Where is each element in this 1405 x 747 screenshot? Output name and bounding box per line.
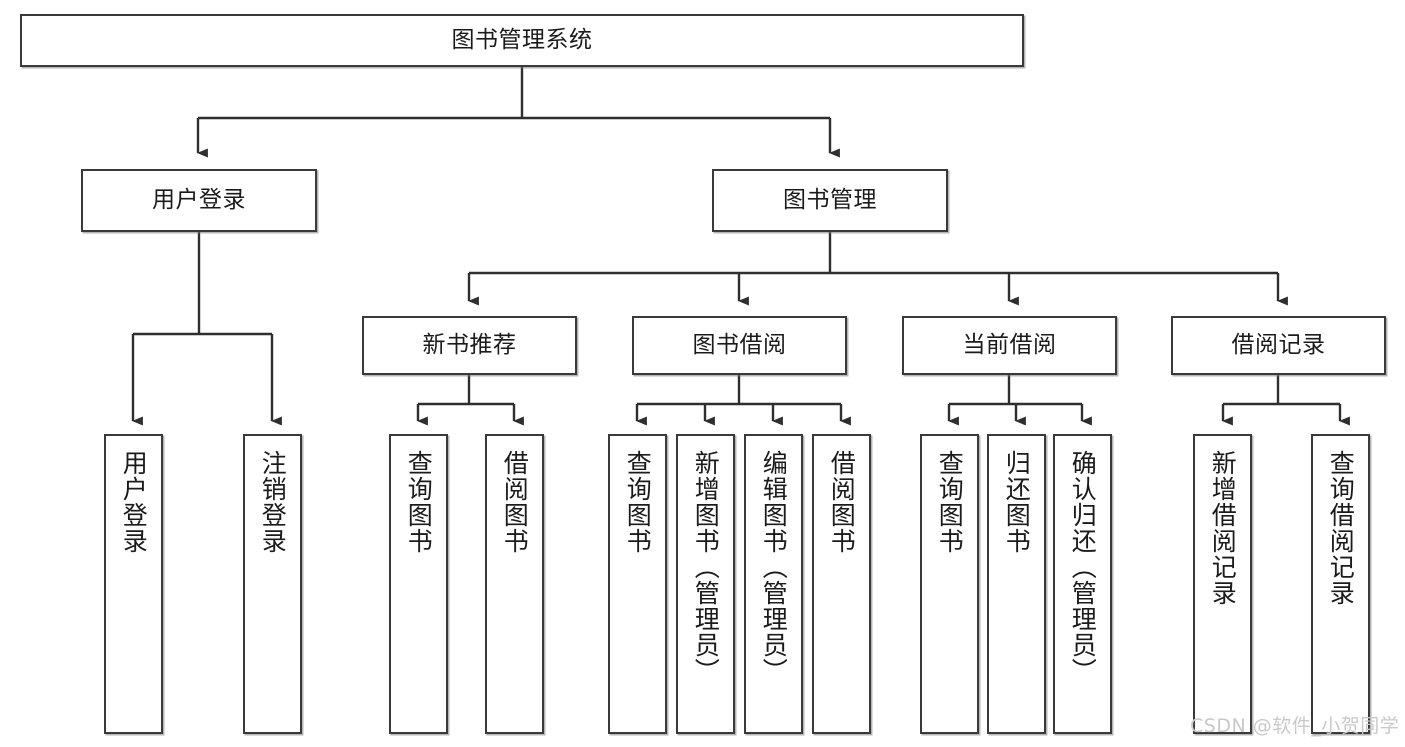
node-current-borrow-label: 当前借阅 — [962, 331, 1057, 358]
node-leaf-query-book-1[interactable]: 查询图书 — [389, 434, 448, 734]
node-user-login[interactable]: 用户登录 — [81, 169, 317, 232]
node-leaf-confirm-return[interactable]: 确认归还（管理员） — [1053, 434, 1112, 734]
node-leaf-logout[interactable]: 注销登录 — [243, 434, 302, 734]
node-book-borrow-label: 图书借阅 — [692, 331, 787, 358]
node-leaf-query-book-3-label: 查询图书 — [935, 450, 965, 554]
node-leaf-return-book[interactable]: 归还图书 — [987, 434, 1046, 734]
node-leaf-query-book-3[interactable]: 查询图书 — [920, 434, 979, 734]
node-leaf-query-book-2-label: 查询图书 — [623, 450, 653, 554]
node-leaf-query-record[interactable]: 查询借阅记录 — [1311, 434, 1370, 734]
node-root-label: 图书管理系统 — [451, 26, 593, 53]
node-leaf-user-login-label: 用户登录 — [119, 450, 149, 554]
node-user-login-label: 用户登录 — [152, 186, 246, 213]
node-leaf-query-book-2[interactable]: 查询图书 — [608, 434, 667, 734]
node-new-book-recommend-label: 新书推荐 — [422, 331, 517, 358]
node-leaf-add-book[interactable]: 新增图书（管理员） — [676, 434, 735, 734]
node-leaf-borrow-book-1[interactable]: 借阅图书 — [485, 434, 544, 734]
node-leaf-logout-label: 注销登录 — [258, 450, 288, 554]
node-leaf-add-book-label: 新增图书（管理员） — [691, 450, 721, 684]
node-leaf-query-record-label: 查询借阅记录 — [1326, 450, 1356, 606]
node-borrow-record-label: 借阅记录 — [1231, 331, 1326, 358]
node-leaf-borrow-book-1-label: 借阅图书 — [500, 450, 530, 554]
node-leaf-borrow-book-2[interactable]: 借阅图书 — [812, 434, 871, 734]
node-leaf-borrow-book-2-label: 借阅图书 — [827, 450, 857, 554]
node-leaf-edit-book[interactable]: 编辑图书（管理员） — [744, 434, 803, 734]
node-leaf-add-record-label: 新增借阅记录 — [1208, 450, 1238, 606]
node-leaf-edit-book-label: 编辑图书（管理员） — [759, 450, 789, 684]
node-root[interactable]: 图书管理系统 — [20, 14, 1024, 67]
node-leaf-confirm-return-label: 确认归还（管理员） — [1068, 450, 1098, 684]
node-leaf-user-login[interactable]: 用户登录 — [104, 434, 163, 734]
node-leaf-query-book-1-label: 查询图书 — [404, 450, 434, 554]
node-borrow-record[interactable]: 借阅记录 — [1171, 316, 1386, 375]
node-book-manage[interactable]: 图书管理 — [712, 169, 948, 232]
watermark: CSDN @软件_小贺同学 — [1190, 715, 1400, 737]
node-current-borrow[interactable]: 当前借阅 — [902, 316, 1117, 375]
node-new-book-recommend[interactable]: 新书推荐 — [362, 316, 577, 375]
node-book-manage-label: 图书管理 — [783, 186, 877, 213]
node-leaf-add-record[interactable]: 新增借阅记录 — [1193, 434, 1252, 734]
node-book-borrow[interactable]: 图书借阅 — [632, 316, 847, 375]
node-leaf-return-book-label: 归还图书 — [1002, 450, 1032, 554]
